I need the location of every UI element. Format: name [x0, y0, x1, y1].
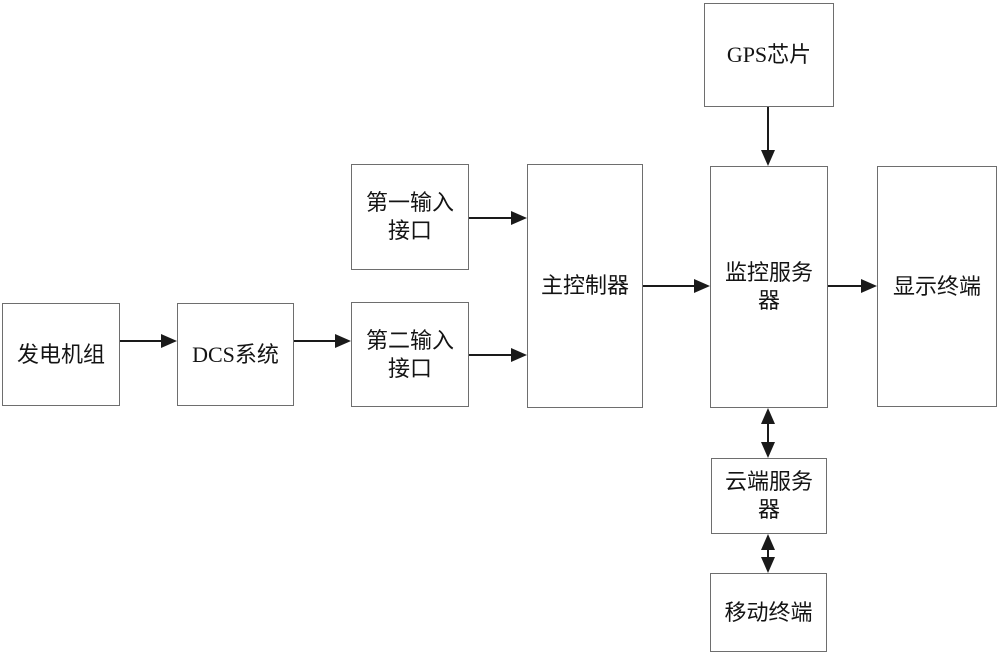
arrow-right-icon — [861, 279, 877, 293]
arrow-up-icon — [761, 534, 775, 550]
connector-second-input-to-main-controller-line — [469, 354, 512, 356]
arrow-down-icon — [761, 150, 775, 166]
box-generator: 发电机组 — [2, 303, 120, 406]
box-monitor-server-label: 监控服务器 — [724, 260, 813, 313]
connector-cloud-server-mobile-terminal-line — [767, 547, 769, 560]
arrow-up-icon — [761, 408, 775, 424]
arrow-right-icon — [511, 348, 527, 362]
connector-gps-chip-to-monitor-server-line — [767, 107, 769, 151]
box-monitor-server: 监控服务器 — [710, 166, 828, 408]
box-generator-label: 发电机组 — [16, 341, 105, 367]
connector-monitor-server-to-display-terminal-line — [828, 285, 862, 287]
box-dcs-system-label: DCS系统 — [192, 341, 279, 367]
box-display-terminal: 显示终端 — [877, 166, 997, 407]
arrow-right-icon — [511, 211, 527, 225]
box-cloud-server: 云端服务器 — [711, 458, 827, 534]
arrow-down-icon — [761, 557, 775, 573]
box-second-input-interface: 第二输入接口 — [351, 302, 469, 407]
arrow-right-icon — [335, 334, 351, 348]
box-display-terminal-label: 显示终端 — [892, 273, 981, 299]
arrow-right-icon — [161, 334, 177, 348]
connector-monitor-server-cloud-server-line — [767, 421, 769, 445]
box-mobile-terminal: 移动终端 — [710, 573, 827, 652]
connector-generator-to-dcs-line — [120, 340, 162, 342]
box-second-input-interface-label: 第二输入接口 — [365, 327, 454, 381]
box-main-controller-label: 主控制器 — [540, 273, 629, 299]
connector-main-controller-to-monitor-server-line — [643, 285, 695, 287]
connector-dcs-to-second-input-line — [294, 340, 336, 342]
arrow-right-icon — [694, 279, 710, 293]
box-first-input-interface-label: 第一输入接口 — [365, 190, 454, 243]
box-cloud-server-label: 云端服务器 — [724, 469, 813, 522]
arrow-down-icon — [761, 442, 775, 458]
connector-first-input-to-main-controller-line — [469, 217, 512, 219]
box-first-input-interface: 第一输入接口 — [351, 164, 469, 270]
box-dcs-system: DCS系统 — [177, 303, 294, 406]
box-gps-chip: GPS芯片 — [704, 3, 834, 107]
box-main-controller: 主控制器 — [527, 164, 643, 408]
box-mobile-terminal-label: 移动终端 — [724, 599, 813, 625]
box-gps-chip-label: GPS芯片 — [726, 42, 812, 68]
